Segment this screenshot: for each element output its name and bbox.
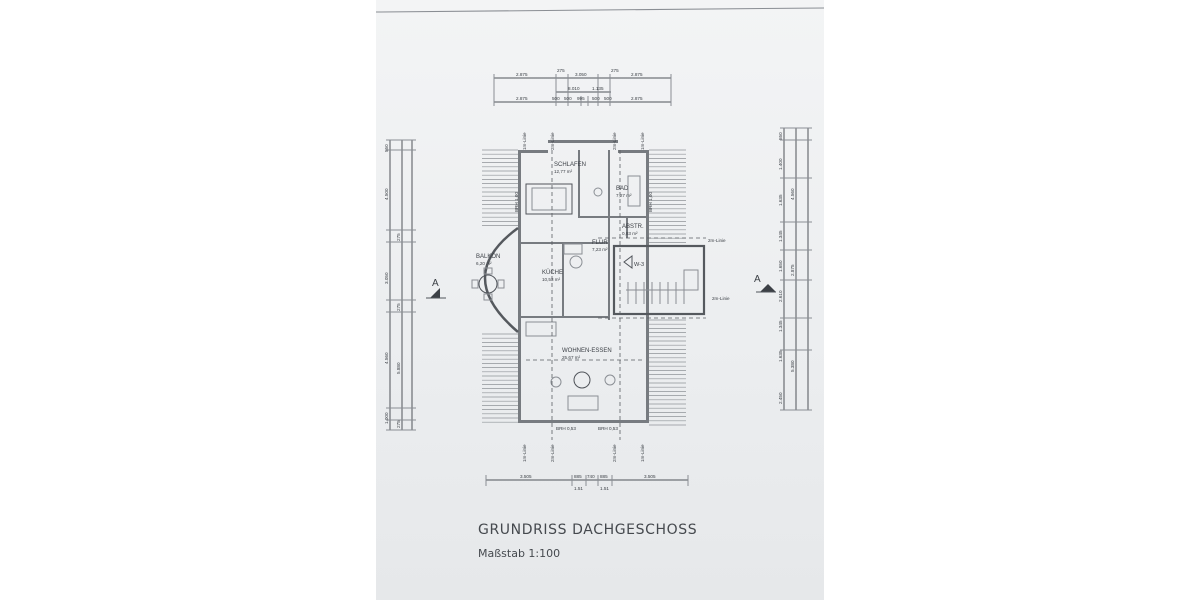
dim-top-12: 500: [592, 96, 600, 101]
room-bad-area: 7,27 m²: [616, 193, 632, 198]
outer-walls: [518, 140, 649, 423]
room-wohnen-name: WOHNEN-ESSEN: [562, 348, 612, 354]
furniture: [525, 175, 641, 411]
dim-bottom-3: 740: [587, 474, 595, 479]
room-wohnen-area: 25,67 m²: [562, 355, 581, 360]
section-marker-left: A: [426, 278, 446, 299]
room-abstr-name: ABSTR.: [622, 224, 644, 230]
dim-left-5: 275: [396, 303, 401, 311]
dim-right-6: 1.650: [778, 260, 783, 272]
staircase: W-3: [612, 244, 706, 316]
room-bad-name: BAD: [616, 186, 629, 192]
dim-top-13: 500: [604, 96, 612, 101]
balcony: [471, 226, 519, 333]
room-schlafen-name: SCHLAFEN: [554, 162, 586, 168]
roof-hatching: [482, 149, 686, 426]
brh-label-left: BRH 1,00: [514, 192, 519, 212]
section-letter-left: A: [432, 278, 439, 289]
zm-linie-label-6: 2m-Linie: [612, 444, 617, 462]
dim-right-11: 5.380: [790, 360, 795, 372]
brh-label-right: BRH 1,00: [648, 192, 653, 212]
section-letter-right: A: [754, 274, 761, 285]
dim-right-10: 1.635: [778, 350, 783, 362]
brh-label-bottom-1: BRH 0,53: [556, 426, 576, 431]
zm-linie-label-4: 2m-Linie: [612, 132, 617, 150]
room-schlafen-area: 12,77 m²: [554, 169, 573, 174]
dim-left-2: 4.500: [384, 188, 389, 200]
room-kueche-area: 10,53 m²: [542, 277, 561, 282]
floor-plan: 2.875 275 3.050 275 2.875 8.010 1.135 2.…: [376, 7, 824, 491]
dim-right-5: 1.345: [778, 230, 783, 242]
dim-top-11: 995: [577, 96, 585, 101]
line-labels: 2m-Linie 2m-Linie 1m-Linie 2m-Linie 2m-L…: [514, 132, 730, 462]
dim-top-3: 3.050: [575, 72, 587, 77]
dashed-reference-lines: [526, 150, 706, 440]
one-m-linie-label-2: 1m-Linie: [640, 132, 645, 150]
room-balkon-area: 6,20 m²: [476, 261, 492, 266]
inner-walls: [518, 150, 646, 320]
zm-linie-label-5: 2m-Linie: [550, 444, 555, 462]
dim-top-5: 2.875: [631, 72, 643, 77]
zm-linie-label-2: 2m-Linie: [712, 296, 730, 301]
dim-bottom-6: 1.51: [574, 486, 583, 491]
brh-label-bottom-2: BRH 0,53: [598, 426, 618, 431]
dim-bottom-7: 1.51: [600, 486, 609, 491]
dim-right-12: 2.450: [778, 392, 783, 404]
dim-right-8: 2.610: [778, 290, 783, 302]
section-marker-right: A: [754, 274, 776, 293]
dim-top-2: 275: [557, 68, 565, 73]
one-m-linie-label-3: 1m-Linie: [522, 444, 527, 462]
drawing-sheet: [376, 0, 824, 600]
dim-top-10: 500: [564, 96, 572, 101]
zm-linie-label-1: 2m-Linie: [708, 238, 726, 243]
plan-scale: Maßstab 1:100: [478, 547, 561, 560]
dim-right-2: 1.400: [778, 158, 783, 170]
dim-top-1: 2.875: [516, 72, 528, 77]
one-m-linie-label-4: 1m-Linie: [640, 444, 645, 462]
zm-linie-label-3: 2m-Linie: [550, 132, 555, 150]
dim-bottom-5: 3.505: [644, 474, 656, 479]
dim-top-6: 8.010: [568, 86, 580, 91]
dim-right-7: 2.875: [790, 264, 795, 276]
dim-right-3: 1.635: [778, 194, 783, 206]
dim-top-8: 2.875: [516, 96, 528, 101]
sheet-border-top: [376, 7, 824, 13]
dim-top-4: 275: [611, 68, 619, 73]
dim-bottom-4: 885: [600, 474, 608, 479]
dim-right-9: 1.345: [778, 320, 783, 332]
bottom-dimension-chain: 3.505 885 740 885 3.505 1.51 1.51: [485, 474, 689, 491]
dim-left-9: 275: [396, 420, 401, 428]
dim-bottom-1: 3.505: [520, 474, 532, 479]
top-dimension-chains: 2.875 275 3.050 275 2.875 8.010 1.135 2.…: [493, 68, 672, 106]
dim-left-8: 1.000: [384, 412, 389, 424]
left-dimension-chains: 550 4.500 275 3.050 275 4.560 5.880 1.00…: [384, 139, 416, 431]
dim-left-1: 550: [384, 144, 389, 152]
dim-left-4: 3.050: [384, 272, 389, 284]
dim-right-4: 4.560: [790, 188, 795, 200]
dim-top-9: 500: [552, 96, 560, 101]
dim-top-7: 1.135: [592, 86, 604, 91]
room-labels: SCHLAFEN 12,77 m² BAD 7,27 m² ABSTR. 0,8…: [476, 162, 644, 360]
room-abstr-area: 0,83 m²: [622, 231, 638, 236]
room-kueche-name: KÜCHE: [542, 269, 563, 276]
dim-left-7: 5.880: [396, 362, 401, 374]
dim-bottom-2: 885: [574, 474, 582, 479]
dim-left-3: 275: [396, 233, 401, 241]
plan-title: GRUNDRISS DACHGESCHOSS: [478, 522, 698, 538]
room-flur-area: 7,23 m²: [592, 247, 608, 252]
dim-right-1: 550: [778, 132, 783, 140]
dim-top-14: 2.875: [631, 96, 643, 101]
right-dimension-chains: 550 1.400 1.635 4.560 1.345 1.650 2.875 …: [778, 127, 812, 411]
room-balkon-name: BALKON: [476, 254, 500, 260]
stair-label: W-3: [634, 262, 644, 268]
one-m-linie-label-1: 1m-Linie: [522, 132, 527, 150]
dim-left-6: 4.560: [384, 352, 389, 364]
room-flur-name: FLUR: [592, 240, 608, 246]
